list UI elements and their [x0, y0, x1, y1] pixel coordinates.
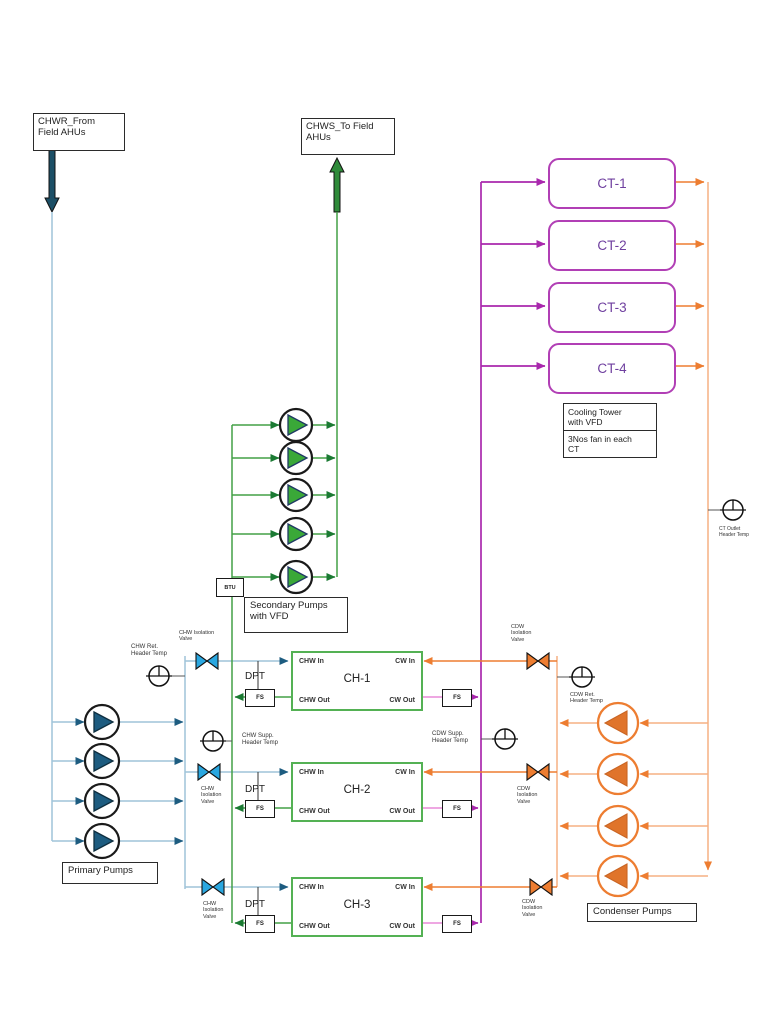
cdw-supply-pipe-network [421, 178, 546, 927]
secondary-pump-4 [278, 516, 314, 552]
cw-pipe-network [423, 178, 721, 891]
btu-meter: BTU [216, 578, 244, 597]
condenser-pump-2 [596, 752, 640, 796]
condenser-pump-1 [596, 701, 640, 745]
secondary-pump-5 [278, 559, 314, 595]
ch2-cw-out-port: CW Out [389, 808, 415, 815]
primary-pumps-label: Primary Pumps [62, 862, 158, 884]
dpt-label-2: DPT [245, 784, 265, 795]
primary-pump-2 [83, 742, 121, 780]
cdw-isolation-valve-3 [529, 877, 553, 897]
condenser-pump-3 [596, 804, 640, 848]
fs-chw-1: FS [245, 689, 275, 707]
ch2-chw-in-port: CHW In [299, 769, 324, 776]
secondary-pump-2 [278, 440, 314, 476]
ch1-cw-in-port: CW In [395, 658, 415, 665]
cooling-tower-ct4: CT-4 [548, 343, 676, 394]
cooling-tower-ct2: CT-2 [548, 220, 676, 271]
fs-cw-1: FS [442, 689, 472, 707]
primary-pump-4 [83, 822, 121, 860]
ch2-name: CH-2 [343, 784, 371, 796]
fs-chw-3: FS [245, 915, 275, 933]
chiller-ch2: CHW In CW In CH-2 CHW Out CW Out [291, 762, 423, 822]
chws-destination-label: CHWS_To Field AHUs [301, 118, 395, 155]
cdw-supp-header-temp-label: CDW Supp.Header Temp [432, 731, 468, 745]
fs-chw-2: FS [245, 800, 275, 818]
secondary-pump-3 [278, 477, 314, 513]
cooling-tower-ct3: CT-3 [548, 282, 676, 333]
chwr-pipe-network [44, 149, 289, 891]
chw-isolation-valve-3 [201, 877, 225, 897]
ch1-chw-in-port: CHW In [299, 658, 324, 665]
secondary-pumps-label: Secondary Pumps with VFD [244, 597, 348, 633]
chiller-ch1: CHW In CW In CH-1 CHW Out CW Out [291, 651, 423, 711]
cdw-ret-header-temp-sensor [569, 666, 595, 688]
dpt-label-1: DPT [245, 671, 265, 682]
cooling-tower-note: Cooling Tower with VFD 3Nos fan in each … [563, 403, 657, 459]
fs-cw-3: FS [442, 915, 472, 933]
ch1-cw-out-port: CW Out [389, 697, 415, 704]
chws-up-arrow [329, 156, 345, 213]
condenser-pump-4 [596, 854, 640, 898]
condenser-pumps-label: Condenser Pumps [587, 903, 697, 922]
ct-outlet-header-temp-sensor [720, 499, 746, 521]
chw-isolation-valve-1 [195, 651, 219, 671]
ch3-cw-out-port: CW Out [389, 923, 415, 930]
dpt-label-3: DPT [245, 899, 265, 910]
fs-cw-2: FS [442, 800, 472, 818]
chw-supp-header-temp-sensor [200, 730, 226, 752]
primary-pump-3 [83, 782, 121, 820]
secondary-pump-1 [278, 407, 314, 443]
ch2-cw-in-port: CW In [395, 769, 415, 776]
primary-pump-1 [83, 703, 121, 741]
ch3-cw-in-port: CW In [395, 884, 415, 891]
chwr-source-label: CHWR_From Field AHUs [33, 113, 125, 151]
ch3-chw-in-port: CHW In [299, 884, 324, 891]
cooling-tower-ct1: CT-1 [548, 158, 676, 209]
chwr-down-arrow [44, 149, 60, 214]
ch2-chw-out-port: CHW Out [299, 808, 330, 815]
ch1-chw-out-port: CHW Out [299, 697, 330, 704]
chw-ret-header-temp-sensor [146, 665, 172, 687]
chw-ret-header-temp-label: CHW Ret.Header Temp [131, 644, 167, 658]
cdw-ret-header-temp-label: CDW Ret.Header Temp [570, 692, 603, 705]
ch3-chw-out-port: CHW Out [299, 923, 330, 930]
chws-pipe-network [225, 156, 345, 927]
chw-isolation-valve-2 [197, 762, 221, 782]
cdw-supp-header-temp-sensor [492, 728, 518, 750]
ch1-name: CH-1 [343, 673, 371, 685]
chw-supp-header-temp-label: CHW Supp.Header Temp [242, 733, 278, 747]
ch3-name: CH-3 [343, 899, 371, 911]
cdw-isolation-valve-1 [526, 651, 550, 671]
cdw-isolation-valve-2 [526, 762, 550, 782]
chiller-ch3: CHW In CW In CH-3 CHW Out CW Out [291, 877, 423, 937]
